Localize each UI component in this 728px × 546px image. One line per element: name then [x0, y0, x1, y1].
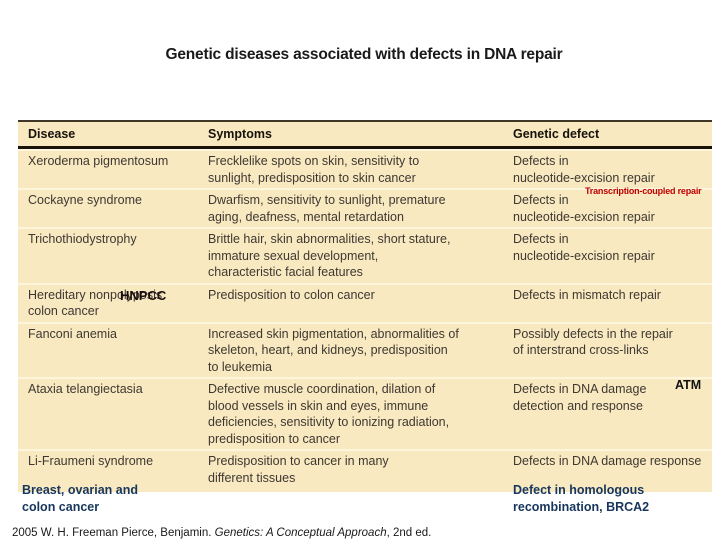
- cell-genetic-defect: Defects in nucleotide-excision repair: [513, 232, 655, 263]
- genetic-diseases-table: Disease Symptoms Genetic defect Xeroderm…: [18, 120, 712, 492]
- table-row: Hereditary nonpolyposis colon cancer Pre…: [18, 282, 712, 322]
- cell-disease: Trichothiodystrophy: [28, 232, 137, 246]
- cell-genetic-defect: Defects in DNA damage response: [513, 454, 702, 468]
- cell-genetic-defect: Defects in nucleotide-excision repair: [513, 193, 655, 224]
- page-title: Genetic diseases associated with defects…: [165, 46, 563, 63]
- annotation-transcription-coupled-repair: Transcription-coupled repair: [585, 186, 702, 196]
- note-brca2-homologous-recombination: Defect in homologous recombination, BRCA…: [513, 483, 650, 514]
- cell-genetic-defect: Defects in DNA damage detection and resp…: [513, 382, 647, 413]
- cell-symptoms: Frecklelike spots on skin, sensitivity t…: [208, 154, 420, 185]
- cell-symptoms: Dwarfism, sensitivity to sunlight, prema…: [208, 193, 446, 224]
- annotation-hnpcc: HNPCC: [120, 288, 167, 303]
- cell-genetic-defect: Possibly defects in the repair of inters…: [513, 326, 673, 358]
- header-cell-genetic-defect: Genetic defect: [513, 127, 600, 141]
- table-row: Xeroderma pigmentosum Frecklelike spots …: [18, 149, 712, 188]
- cell-disease: Cockayne syndrome: [28, 193, 142, 207]
- citation-book-title: Genetics: A Conceptual Approach: [214, 527, 387, 539]
- cell-disease: Hereditary nonpolyposis colon cancer: [28, 287, 163, 319]
- table-row: Cockayne syndrome Dwarfism, sensitivity …: [18, 188, 712, 227]
- table-row: Fanconi anemia Increased skin pigmentati…: [18, 321, 712, 378]
- citation: 2005 W. H. Freeman Pierce, Benjamin. Gen…: [12, 527, 431, 539]
- cell-disease: Xeroderma pigmentosum: [28, 154, 169, 168]
- cell-genetic-defect: Defects in nucleotide-excision repair: [513, 154, 655, 185]
- cell-symptoms: Predisposition to colon cancer: [208, 287, 375, 302]
- citation-suffix: , 2nd ed.: [386, 527, 432, 539]
- table-row: Li-Fraumeni syndrome Predisposition to c…: [18, 449, 712, 488]
- table-row: Ataxia telangiectasia Defective muscle c…: [18, 377, 712, 449]
- cell-symptoms: Increased skin pigmentation, abnormaliti…: [208, 326, 459, 374]
- cell-disease: Fanconi anemia: [28, 326, 117, 341]
- annotation-atm: ATM: [675, 378, 702, 392]
- cell-genetic-defect: Defects in mismatch repair: [513, 287, 661, 302]
- cell-symptoms: Defective muscle coordination, dilation …: [208, 382, 450, 446]
- cell-symptoms: Brittle hair, skin abnormalities, short …: [208, 232, 451, 279]
- table-row: Trichothiodystrophy Brittle hair, skin a…: [18, 227, 712, 283]
- header-cell-disease: Disease: [28, 127, 76, 141]
- header-cell-symptoms: Symptoms: [208, 127, 272, 141]
- citation-prefix: 2005 W. H. Freeman Pierce, Benjamin.: [12, 527, 215, 539]
- cell-symptoms: Predisposition to cancer in many differe…: [208, 454, 389, 485]
- cell-disease: Li-Fraumeni syndrome: [28, 454, 154, 468]
- table-header-row: Disease Symptoms Genetic defect: [18, 122, 712, 149]
- note-breast-ovarian-colon-cancer: Breast, ovarian and colon cancer: [22, 483, 139, 514]
- cell-disease: Ataxia telangiectasia: [28, 382, 143, 396]
